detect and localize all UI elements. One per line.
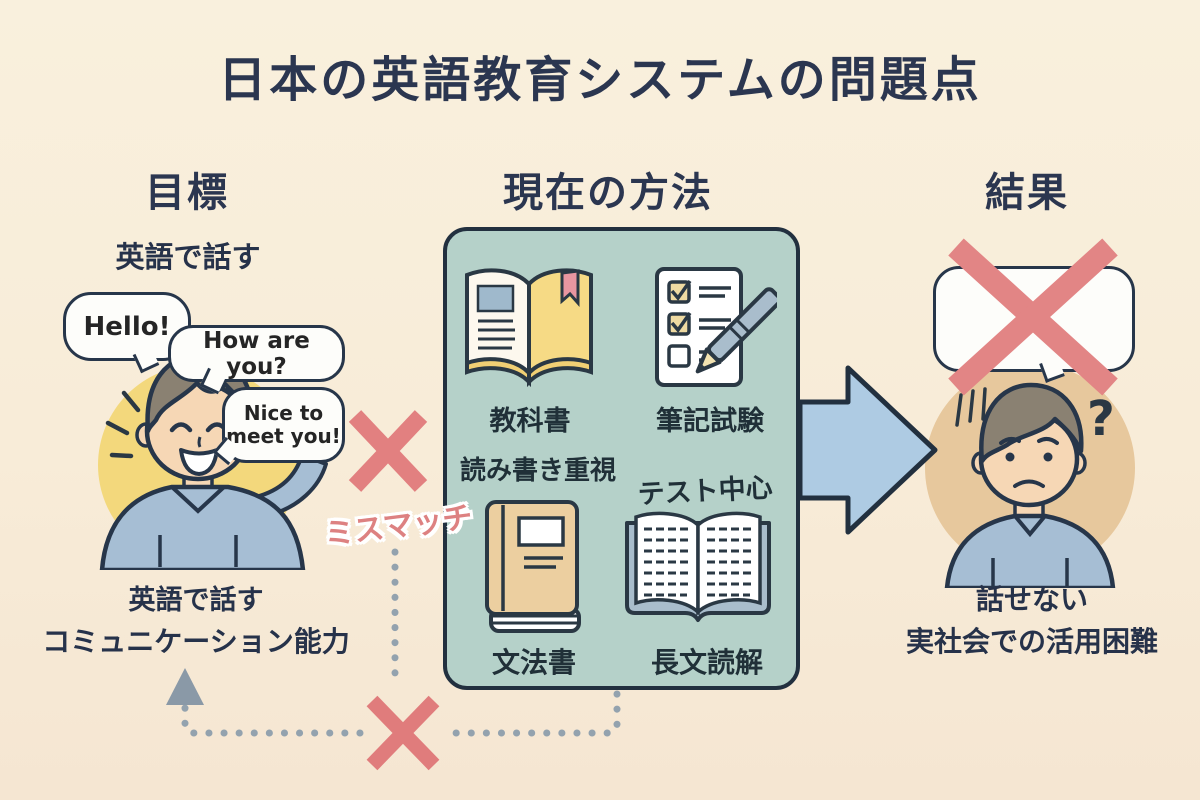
- reading-book-icon: [625, 511, 771, 622]
- goal-subtitle: 英語で話す: [115, 240, 261, 274]
- sweater-seams: [158, 535, 238, 567]
- reading-comprehension-label: 長文読解: [650, 646, 763, 679]
- grammar-book-icon: [485, 500, 581, 633]
- frown-mouth: [1013, 479, 1045, 488]
- goal-caption-line1: 英語で話す: [128, 585, 264, 616]
- speech-bubble-nice-to-meet-you: Nice to meet you!: [212, 387, 345, 466]
- bubble-hello-text: Hello!: [83, 311, 171, 342]
- textbook-label: 教科書: [489, 406, 571, 437]
- current-method-box: 教科書 筆記試験 読み書き重視 テスト中心 文法書 長文読解: [443, 227, 800, 690]
- goal-column-header: 目標: [145, 170, 229, 216]
- result-caption-line1: 話せない: [975, 583, 1088, 616]
- emphasis-sparkle-icon: [105, 390, 141, 459]
- collar: [1013, 514, 1047, 538]
- textbook-icon: [465, 268, 593, 388]
- pen-icon: [695, 287, 777, 374]
- up-arrowhead-icon: [166, 668, 204, 705]
- blocked-speech-bubble: [933, 266, 1135, 383]
- result-caption-line2: 実社会での活用困難: [905, 625, 1158, 658]
- sweater-seams: [991, 558, 1069, 586]
- goal-caption-line2: コミュニケーション能力: [42, 625, 350, 658]
- collar: [170, 485, 226, 514]
- blocked-loop-cross-icon: [366, 695, 440, 771]
- question-mark-icon: ?: [1087, 391, 1115, 447]
- reading-writing-note: 読み書き重視: [459, 456, 616, 486]
- written-exam-checklist-icon: [655, 267, 777, 387]
- speech-bubble-how-are-you: How are you?: [168, 325, 345, 395]
- open-smile-mouth: [179, 448, 219, 476]
- written-exam-label: 筆記試験: [656, 406, 764, 437]
- arrow-right-icon: [797, 365, 938, 535]
- page-title: 日本の英語教育システムの問題点: [218, 52, 982, 108]
- dotted-line-right: [443, 690, 621, 737]
- method-column-header: 現在の方法: [503, 170, 713, 216]
- bubble-how-text: How are you?: [203, 327, 310, 380]
- nose: [197, 436, 202, 448]
- worried-eyebrows: [999, 436, 1059, 445]
- confused-person-illustration: ?: [925, 363, 1135, 588]
- grammar-book-label: 文法書: [491, 646, 576, 679]
- dotted-line-left: [181, 702, 364, 737]
- bubble-nice-text: Nice to meet you!: [226, 401, 341, 448]
- result-column-header: 結果: [985, 170, 1069, 216]
- worried-face: [971, 382, 1087, 508]
- sweater-body: [99, 484, 306, 570]
